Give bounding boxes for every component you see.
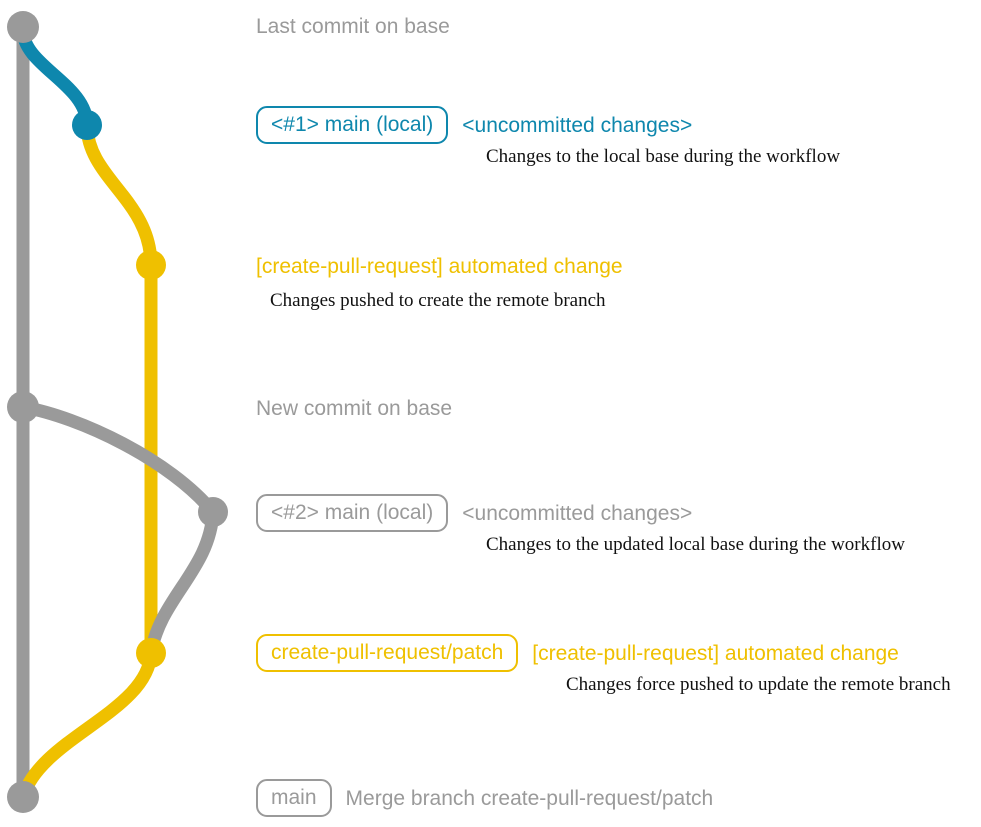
row-local-1-headline: <#1> main (local) <uncommitted changes>	[256, 106, 692, 144]
row-local-2-headline: <#2> main (local) <uncommitted changes>	[256, 494, 692, 532]
edge-base-to-local-2	[16, 400, 220, 519]
commit-node-patch-2[interactable]	[136, 638, 166, 668]
commit-node-local-1[interactable]	[72, 110, 102, 140]
commit-node-base-last[interactable]	[7, 11, 39, 43]
edge-local-2-to-patch-2	[144, 505, 220, 660]
row-patch-1: [create-pull-request] automated change	[256, 254, 623, 279]
commit-node-merge[interactable]	[7, 781, 39, 813]
row-patch-2-headline: create-pull-request/patch [create-pull-r…	[256, 634, 899, 672]
commit-note-local-2: Changes to the updated local base during…	[486, 534, 905, 555]
label-last-commit-on-base: Last commit on base	[256, 15, 450, 38]
commit-subject-local-1: <uncommitted changes>	[462, 113, 693, 137]
row-merge: main Merge branch create-pull-request/pa…	[256, 779, 713, 817]
branch-pill-main-local-2[interactable]: <#2> main (local)	[256, 494, 449, 532]
edge-local-1-to-patch-1	[80, 118, 158, 272]
row-patch-2: create-pull-request/patch [create-pull-r…	[256, 634, 899, 672]
row-local-1: <#1> main (local) <uncommitted changes>	[256, 106, 692, 144]
commit-subject-patch-2: [create-pull-request] automated change	[532, 641, 899, 665]
commit-note-patch-2: Changes force pushed to update the remot…	[566, 674, 951, 695]
commit-node-patch-1[interactable]	[136, 250, 166, 280]
commit-subject-patch-1: [create-pull-request] automated change	[256, 255, 623, 278]
label-new-commit-on-base: New commit on base	[256, 397, 453, 420]
commit-subject-local-2: <uncommitted changes>	[462, 501, 693, 525]
commit-subject-merge: Merge branch create-pull-request/patch	[345, 786, 714, 810]
edge-patch-2-to-merge	[16, 646, 158, 804]
row-merge-headline: main Merge branch create-pull-request/pa…	[256, 779, 713, 817]
row-patch-1-headline: [create-pull-request] automated change	[256, 254, 623, 279]
commit-note-patch-1: Changes pushed to create the remote bran…	[270, 290, 606, 311]
commit-graph-svg	[7, 11, 228, 813]
commit-node-local-2[interactable]	[198, 497, 228, 527]
branch-pill-main-local-1[interactable]: <#1> main (local)	[256, 106, 449, 144]
branch-pill-create-pull-request-patch[interactable]: create-pull-request/patch	[256, 634, 519, 672]
row-local-2: <#2> main (local) <uncommitted changes>	[256, 494, 692, 532]
commit-note-local-1: Changes to the local base during the wor…	[486, 146, 841, 167]
commit-node-base-new[interactable]	[7, 391, 39, 423]
branch-pill-main[interactable]: main	[256, 779, 332, 817]
